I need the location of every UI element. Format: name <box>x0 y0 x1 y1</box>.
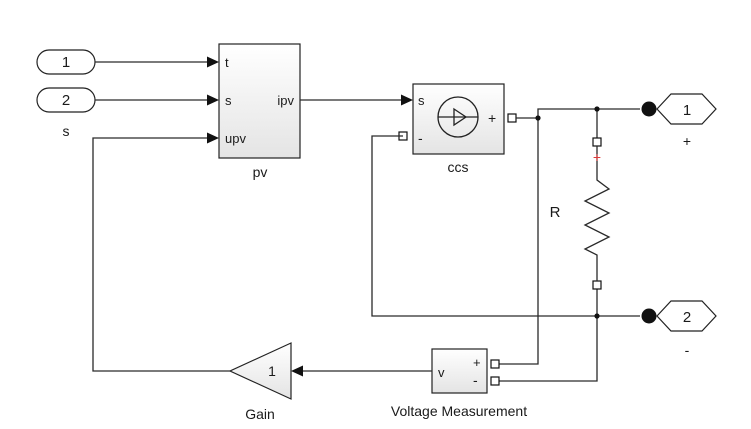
resistor-polarity-mark: + <box>593 149 601 165</box>
signal-wire-v <box>291 365 432 377</box>
signal-wire-feedback <box>92 132 230 372</box>
outport-2[interactable]: 2 <box>641 300 717 332</box>
vm-port-plus: + <box>473 355 481 370</box>
gain-block[interactable]: 1 <box>228 342 292 400</box>
outport-1[interactable]: 1 <box>641 93 717 125</box>
inport-1[interactable]: 1 <box>36 49 96 75</box>
physical-wires <box>371 108 640 382</box>
junction-dot <box>594 106 600 112</box>
outport-1-label: 1 <box>683 102 691 119</box>
current-source-icon <box>437 96 479 138</box>
ccs-port-s: s <box>418 93 425 108</box>
pv-port-ipv: ipv <box>277 93 294 108</box>
outport-2-caption: - <box>685 342 690 358</box>
outport-1-caption: + <box>683 133 691 149</box>
pv-port-s: s <box>225 93 232 108</box>
resistor-name: R <box>550 204 561 221</box>
ccs-block-name: ccs <box>448 159 469 175</box>
pv-block[interactable]: t s upv ipv <box>218 43 301 159</box>
inport-1-label: 1 <box>62 54 70 71</box>
signal-wire-s <box>95 94 219 106</box>
ccs-port-plus: + <box>488 110 496 126</box>
resistor-R[interactable] <box>583 137 611 290</box>
pv-block-name: pv <box>253 164 268 180</box>
signal-wire-t <box>95 56 219 68</box>
ccs-plus-port <box>507 113 517 123</box>
gain-value: 1 <box>268 363 276 379</box>
voltage-measurement-name: Voltage Measurement <box>391 403 527 419</box>
signal-wire-ipv <box>300 94 413 106</box>
vm-port-minus: - <box>473 372 478 388</box>
voltage-measurement-block[interactable]: v + - <box>431 348 488 394</box>
ccs-port-minus: - <box>418 130 423 146</box>
junction-dot <box>535 115 541 121</box>
ccs-block[interactable]: s - + <box>412 83 505 155</box>
vm-port-v: v <box>438 365 445 380</box>
junction-dot <box>594 313 600 319</box>
outport-2-label: 2 <box>683 309 691 326</box>
pv-port-upv: upv <box>225 131 246 146</box>
inport-2-caption: s <box>63 123 70 139</box>
gain-block-name: Gain <box>245 406 275 422</box>
inport-2[interactable]: 2 <box>36 87 96 113</box>
vm-plus-port <box>490 359 500 369</box>
vm-minus-port <box>490 376 500 386</box>
pv-port-t: t <box>225 55 229 70</box>
inport-2-label: 2 <box>62 92 70 109</box>
